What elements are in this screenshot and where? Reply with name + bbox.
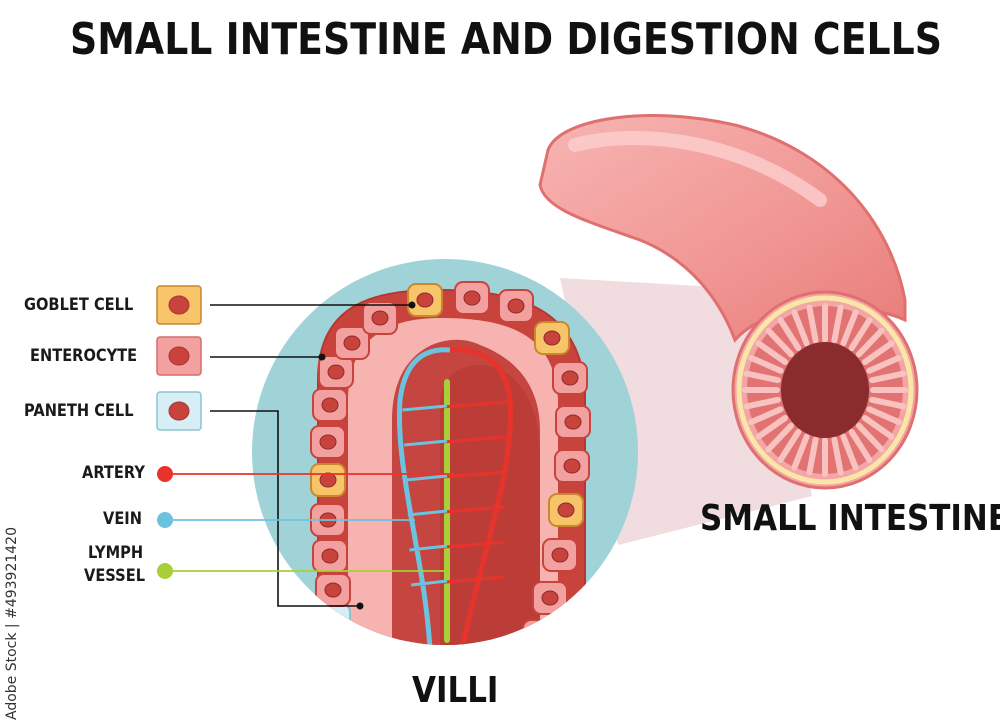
enterocyte-cell <box>454 281 490 315</box>
goblet-cell <box>310 463 346 497</box>
intestine-villus-fold <box>866 406 902 426</box>
enterocyte-cell <box>522 619 558 645</box>
intestine-villus-fold <box>806 436 819 476</box>
enterocyte-cell <box>542 538 578 572</box>
intestine-villus-fold <box>861 415 895 440</box>
intestine-villus-fold <box>765 422 795 453</box>
intestine-villus-fold <box>866 354 902 374</box>
legend-artery-dot <box>157 466 173 482</box>
caption-villi: VILLI <box>412 670 499 711</box>
intestine-villus-fold <box>831 436 844 476</box>
intestine-villus-fold <box>840 433 859 471</box>
intestine-villus-fold <box>869 396 907 410</box>
artery-vessel <box>449 347 513 645</box>
legend-vein-dot <box>157 512 173 528</box>
intestine-villus-fold <box>743 396 781 410</box>
legend-paneth-swatch <box>156 391 202 431</box>
label-goblet-cell: GOBLET CELL <box>24 295 134 315</box>
legend-enterocyte-swatch <box>156 336 202 376</box>
legend-lymph-dot <box>157 563 173 579</box>
capillary <box>402 404 448 412</box>
intestine-villus-fold <box>755 415 789 440</box>
goblet-cell <box>548 493 584 527</box>
caption-small-intestine: SMALL INTESTINE <box>700 498 1000 539</box>
label-lymph-vessel-line1: LYMPH <box>88 543 144 563</box>
intestine-villus-fold <box>791 433 810 471</box>
capillary <box>407 509 448 517</box>
goblet-cell <box>534 321 570 355</box>
label-paneth-cell: PANETH CELL <box>24 401 134 421</box>
leader-paneth <box>210 410 360 607</box>
villi-magnified-view <box>252 259 638 645</box>
intestine-villus-fold <box>861 340 895 365</box>
watermark: Adobe Stock | #493921420 <box>4 527 20 720</box>
capillary <box>409 544 448 552</box>
label-lymph-vessel-line2: VESSEL <box>84 566 146 586</box>
capillary-network <box>402 400 507 587</box>
label-vein: VEIN <box>103 509 142 529</box>
capillary <box>411 579 448 587</box>
intestine-villi-ring <box>742 303 908 477</box>
intestine-villus-fold <box>748 406 784 426</box>
intestine-villus-fold <box>743 370 781 384</box>
intestine-villus-fold <box>848 428 873 463</box>
enterocyte-cell <box>554 449 590 483</box>
goblet-cell <box>407 283 443 317</box>
intestine-villus-fold <box>848 317 873 352</box>
enterocyte-cell <box>334 326 370 360</box>
enterocyte-cell <box>310 425 346 459</box>
intestine-villus-fold <box>831 304 844 344</box>
enterocyte-cell <box>315 573 351 607</box>
intestine-villus-fold <box>748 354 784 374</box>
label-artery: ARTERY <box>82 463 145 483</box>
enterocyte-cell <box>498 289 534 323</box>
intestine-villus-fold <box>855 327 885 358</box>
intestine-villus-fold <box>806 304 819 344</box>
intestine-villus-fold <box>791 309 810 347</box>
enterocyte-cell <box>318 355 354 389</box>
page-title: SMALL INTESTINE AND DIGESTION CELLS <box>70 14 943 65</box>
capillary <box>405 474 448 482</box>
intestine-villus-fold <box>755 340 789 365</box>
intestine-villus-fold <box>765 327 795 358</box>
enterocyte-cell <box>362 301 398 335</box>
intestine-villus-fold <box>777 317 802 352</box>
capillary <box>404 439 448 447</box>
intestine-villus-fold <box>777 428 802 463</box>
enterocyte-cell <box>532 581 568 615</box>
enterocyte-cell <box>312 388 348 422</box>
label-enterocyte: ENTEROCYTE <box>30 346 138 366</box>
intestine-villus-fold <box>855 422 885 453</box>
paneth-cell <box>315 603 351 637</box>
enterocyte-cell <box>312 539 348 573</box>
enterocyte-cell <box>555 405 591 439</box>
enterocyte-cell <box>552 361 588 395</box>
legend-goblet-swatch <box>156 285 202 325</box>
small-intestine-illustration <box>538 113 919 490</box>
intestine-villus-fold <box>869 370 907 384</box>
epithelial-cells <box>310 281 591 645</box>
intestine-villus-fold <box>840 309 859 347</box>
leader-lines <box>210 304 412 607</box>
